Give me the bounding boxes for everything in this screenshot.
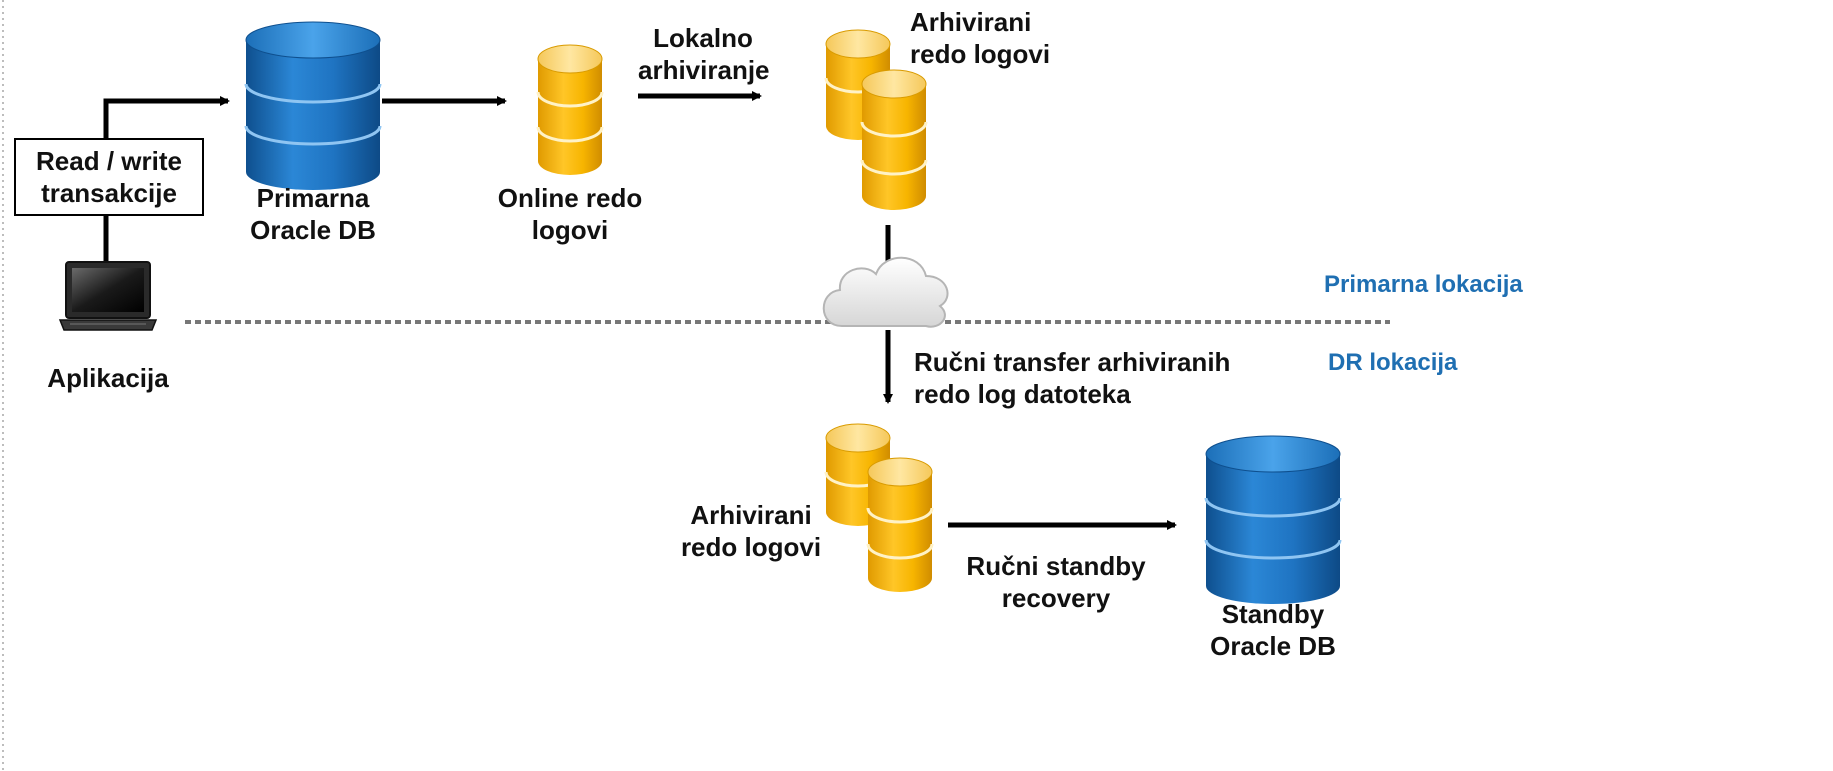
archived-logs-primary-database-icon: [824, 29, 928, 210]
standby-db-database-icon: [1204, 435, 1342, 604]
manual-recovery-line2: recovery: [1001, 583, 1111, 613]
online-redo-line2: logovi: [531, 215, 609, 245]
app-label-text: Aplikacija: [47, 363, 169, 393]
primary-db-line2: Oracle DB: [250, 215, 376, 245]
manual-transfer-line1: Ručni transfer arhiviranih: [914, 347, 1231, 377]
read-write-label: Read / write transakcije: [36, 145, 182, 209]
local-archiving-label: Lokalno arhiviranje: [638, 22, 770, 86]
online-redo-label: Online redo logovi: [490, 182, 650, 246]
local-archiving-line1: Lokalno: [653, 23, 753, 53]
read-write-line2: transakcije: [41, 178, 177, 208]
primary-location-label: Primarna lokacija: [1324, 271, 1523, 298]
network-cloud-icon: [822, 256, 949, 328]
archived-dr-line1: Arhivirani: [690, 500, 812, 530]
archived-top-line2: redo logovi: [910, 39, 1051, 69]
archived-dr-line2: redo logovi: [680, 532, 822, 562]
local-archiving-line2: arhiviranje: [638, 55, 770, 85]
manual-recovery-line1: Ručni standby: [966, 551, 1146, 581]
read-write-line1: Read / write: [36, 146, 182, 176]
primary-db-database-icon: [244, 21, 382, 190]
archived-top-line1: Arhivirani: [910, 7, 1032, 37]
online-redo-line1: Online redo: [497, 183, 643, 213]
connectors: [103, 91, 1177, 530]
primary-db-label: Primarna Oracle DB: [238, 182, 388, 246]
app-laptop-icon: [58, 261, 158, 331]
dr-location-label: DR lokacija: [1328, 349, 1458, 376]
manual-transfer-label: Ručni transfer arhiviranih redo log dato…: [914, 346, 1230, 410]
manual-transfer-line2: redo log datoteka: [914, 379, 1131, 409]
standby-db-line1: Standby: [1221, 599, 1325, 629]
primary-db-line1: Primarna: [256, 183, 370, 213]
standby-db-label: Standby Oracle DB: [1196, 598, 1350, 662]
archived-dr-label: Arhivirani redo logovi: [676, 499, 826, 563]
arrow-app-to-primary-db: [103, 96, 230, 138]
archived-top-label: Arhivirani redo logovi: [910, 6, 1050, 70]
manual-recovery-label: Ručni standby recovery: [956, 550, 1156, 614]
archived-logs-dr-database-icon: [824, 423, 934, 592]
app-label: Aplikacija: [28, 362, 188, 394]
read-write-box: Read / write transakcije: [14, 138, 204, 216]
online-redo-logs-database-icon: [536, 44, 604, 175]
standby-db-line2: Oracle DB: [1210, 631, 1336, 661]
